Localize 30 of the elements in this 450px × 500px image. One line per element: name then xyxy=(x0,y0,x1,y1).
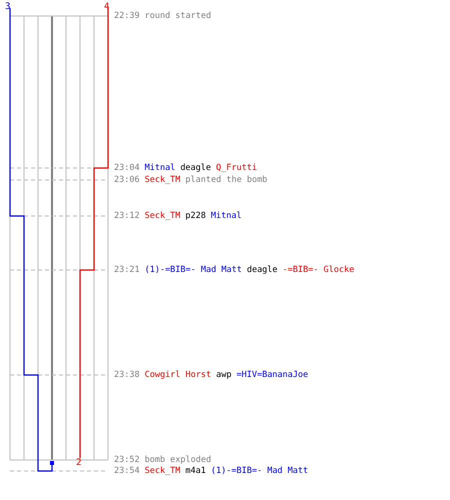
time-label: 22:39 xyxy=(114,11,140,21)
event-text: bomb exploded xyxy=(144,455,212,465)
player-name: Seck_TM xyxy=(144,211,180,221)
player-name: Seck_TM xyxy=(144,175,180,185)
player-name: Cowgirl Horst xyxy=(144,370,212,380)
weapon-name: m4a1 xyxy=(185,466,206,476)
time-label: 23:12 xyxy=(114,211,140,221)
player-name: (1)-=BIB=- Mad Matt xyxy=(210,466,308,476)
time-label: 23:52 xyxy=(114,455,140,465)
weapon-name: deagle xyxy=(180,163,212,173)
player-count: 2 xyxy=(76,459,82,468)
player-name: -=BIB=- Glocke xyxy=(282,265,354,275)
player-name: Mitnal xyxy=(210,211,242,221)
time-label: 23:04 xyxy=(114,163,140,173)
player-count: 3 xyxy=(5,3,10,12)
event-text: planted the bomb xyxy=(185,175,268,185)
player-name: =HIV=BananaJoe xyxy=(236,370,308,380)
player-count: 4 xyxy=(104,3,110,12)
player-name: Seck_TM xyxy=(144,466,180,476)
weapon-name: p228 xyxy=(185,211,206,221)
player-name: Q_Frutti xyxy=(216,163,257,173)
time-label: 23:21 xyxy=(114,265,140,275)
time-label: 23:06 xyxy=(114,175,140,185)
event-text: round started xyxy=(144,11,212,21)
time-label: 23:54 xyxy=(114,466,140,476)
time-label: 23:38 xyxy=(114,370,140,380)
weapon-name: deagle xyxy=(246,265,278,275)
player-name: Mitnal xyxy=(144,163,176,173)
weapon-name: awp xyxy=(216,370,232,380)
player-name: (1)-=BIB=- Mad Matt xyxy=(144,265,242,275)
